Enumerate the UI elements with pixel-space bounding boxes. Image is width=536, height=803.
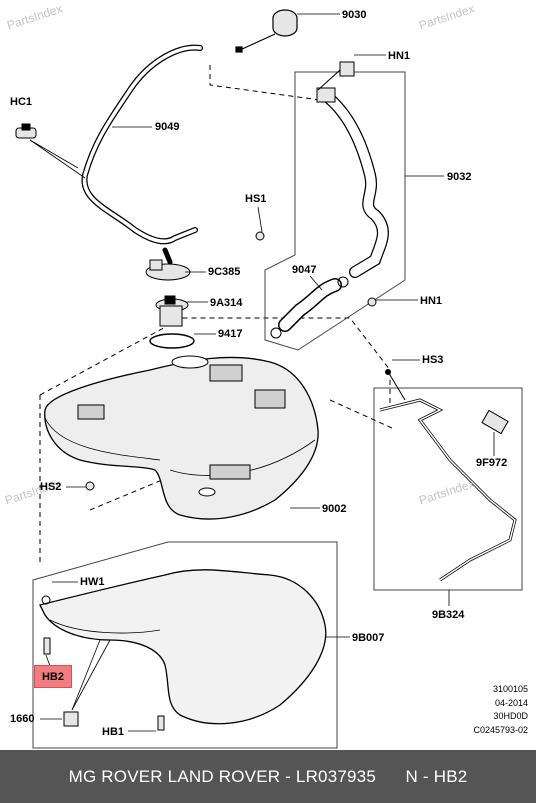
diagram-info-block: 3100105 04-2014 30HD0D C0245793-02 — [473, 683, 528, 737]
label-9047[interactable]: 9047 — [292, 264, 317, 276]
label-hb2-highlighted[interactable]: HB2 — [34, 665, 72, 688]
footer-brand-part: MG ROVER LAND ROVER - LR037935 — [68, 766, 376, 786]
filler-pipe-box — [264, 71, 406, 351]
fuel-pump — [155, 295, 189, 327]
shield-box — [32, 541, 338, 749]
label-9417[interactable]: 9417 — [218, 328, 243, 340]
info-line: 3100105 — [492, 684, 528, 694]
label-hs1[interactable]: HS1 — [245, 193, 267, 205]
dashed-link-filler — [209, 65, 321, 101]
dashed-link-tank — [329, 399, 393, 429]
label-9032[interactable]: 9032 — [447, 171, 472, 183]
footer-code: N - HB2 — [405, 766, 468, 786]
pump-seal — [149, 333, 195, 349]
label-hb1[interactable]: HB1 — [102, 726, 125, 738]
label-1660[interactable]: 1660 — [10, 713, 35, 725]
label-hw1[interactable]: HW1 — [80, 576, 105, 588]
tank-assembly-outline — [39, 317, 391, 565]
info-line: 30HD0D — [493, 711, 528, 721]
label-hs2[interactable]: HS2 — [40, 481, 62, 493]
label-hn1-top[interactable]: HN1 — [388, 50, 411, 62]
label-9b007[interactable]: 9B007 — [352, 632, 385, 644]
filler-cap — [235, 9, 298, 53]
label-9b324[interactable]: 9B324 — [432, 609, 465, 621]
vapour-valve — [481, 409, 509, 435]
hose-box — [373, 387, 523, 591]
info-line: C0245793-02 — [473, 724, 528, 735]
fuel-tank — [44, 356, 319, 520]
label-hc1[interactable]: HC1 — [10, 96, 33, 108]
footer-bar: MG ROVER LAND ROVER - LR037935 N - HB2 — [0, 750, 536, 803]
label-9049[interactable]: 9049 — [155, 121, 180, 133]
parts-diagram — [15, 9, 523, 749]
label-9a314[interactable]: 9A314 — [210, 297, 243, 309]
heat-shield — [39, 569, 327, 725]
label-9f972[interactable]: 9F972 — [476, 457, 508, 469]
label-hn1-mid[interactable]: HN1 — [420, 295, 443, 307]
label-9002[interactable]: 9002 — [322, 503, 347, 515]
label-hs3[interactable]: HS3 — [422, 354, 444, 366]
label-9030[interactable]: 9030 — [342, 9, 367, 21]
clip-hc1 — [15, 123, 37, 139]
info-line: 04-2014 — [494, 697, 528, 708]
label-9c385[interactable]: 9C385 — [208, 266, 241, 278]
